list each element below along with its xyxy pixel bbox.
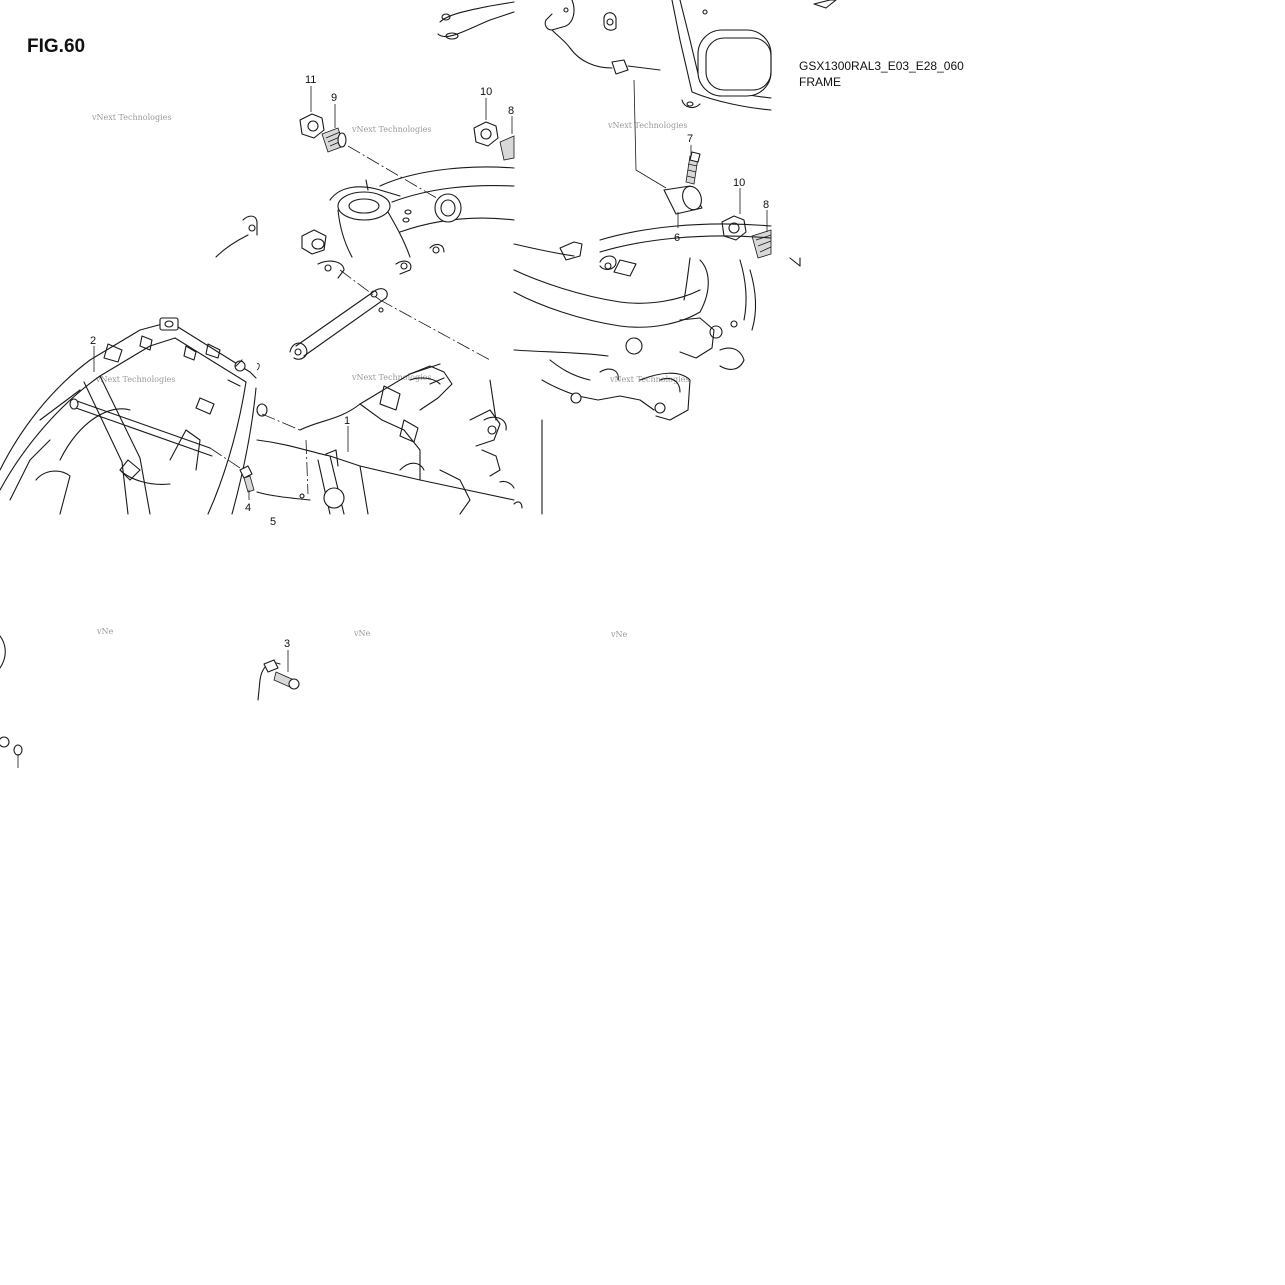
watermark: vNext Technologies — [91, 113, 171, 122]
collar-6 — [663, 185, 703, 215]
callout-number: 8 — [763, 199, 769, 211]
watermark: vNext Technologies — [351, 373, 431, 382]
model-code: GSX1300RAL3_E03_E28_060 — [799, 59, 964, 73]
tile-middle-right — [513, 255, 757, 515]
callout-number: 2 — [90, 335, 96, 347]
cutoff-label-mark — [256, 363, 260, 371]
tile-top-middle — [299, 1, 515, 258]
callout-number: 6 — [674, 232, 680, 244]
callout-number: 4 — [245, 502, 251, 514]
watermark: vNext Technologies — [95, 375, 175, 384]
watermark: vNext Technologies — [351, 125, 431, 134]
callout-number: 8 — [508, 105, 514, 117]
tile-top-right — [513, 0, 772, 261]
callout-number: 3 — [284, 638, 290, 650]
tile-middle-left — [0, 317, 301, 515]
tile-lower-fragments — [0, 635, 300, 768]
bolt-4 — [239, 465, 255, 493]
figure-label: FIG.60 — [27, 36, 86, 57]
callout-number: 5 — [270, 516, 276, 528]
fwd-arrow-icon — [813, 0, 837, 9]
watermark: vNext Technologies — [607, 121, 687, 130]
tile-top-left — [215, 215, 258, 258]
callout-number: 11 — [305, 74, 316, 86]
nut-10 — [473, 121, 499, 147]
nut-11 — [299, 113, 325, 139]
watermark: vNext Technologies — [609, 375, 689, 384]
callout-number: 10 — [480, 86, 492, 98]
bolt-3 — [263, 659, 300, 690]
callout-number: 9 — [331, 92, 337, 104]
callouts: 11 9 10 8 7 10 8 6 2 1 4 5 3 — [90, 74, 769, 672]
watermark-fragment: vNe — [353, 629, 371, 638]
watermark-group: vNext Technologies vNext Technologies vN… — [91, 113, 689, 639]
callout-number: 7 — [687, 133, 693, 145]
adjuster-bolt-9 — [321, 127, 347, 153]
reference-line — [789, 257, 801, 267]
watermark-fragment: vNe — [610, 630, 628, 639]
watermark-fragment: vNe — [96, 627, 114, 636]
callout-number: 10 — [733, 177, 745, 189]
callout-number: 1 — [344, 415, 350, 427]
section-name: FRAME — [799, 75, 841, 89]
bolt-7 — [685, 151, 701, 185]
tile-middle-middle — [256, 260, 515, 515]
